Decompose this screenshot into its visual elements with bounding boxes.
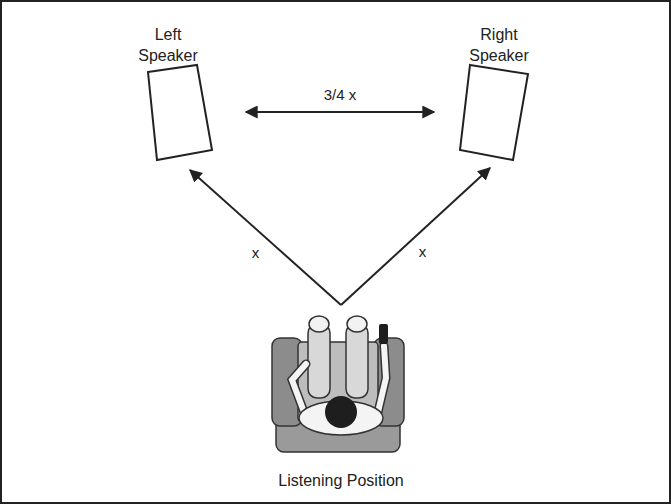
speaker-outline [444,24,544,164]
distance-arrow [190,170,341,305]
speaker-box: Left Speaker [128,24,228,164]
node-label: Right Speaker [452,24,546,66]
distance-label: x [419,243,427,261]
distance-label: x [252,244,260,262]
listening-chair: Listening Position [246,300,436,495]
speaker-outline [128,24,228,164]
node-label: Listening Position [246,470,436,491]
node-label: Left Speaker [128,24,208,66]
distance-arrow [246,111,434,113]
distance-label: 3/4 x [324,86,357,104]
chair-illustration [246,300,436,495]
speaker-box: Right Speaker [444,24,544,164]
distance-arrow [341,168,490,305]
